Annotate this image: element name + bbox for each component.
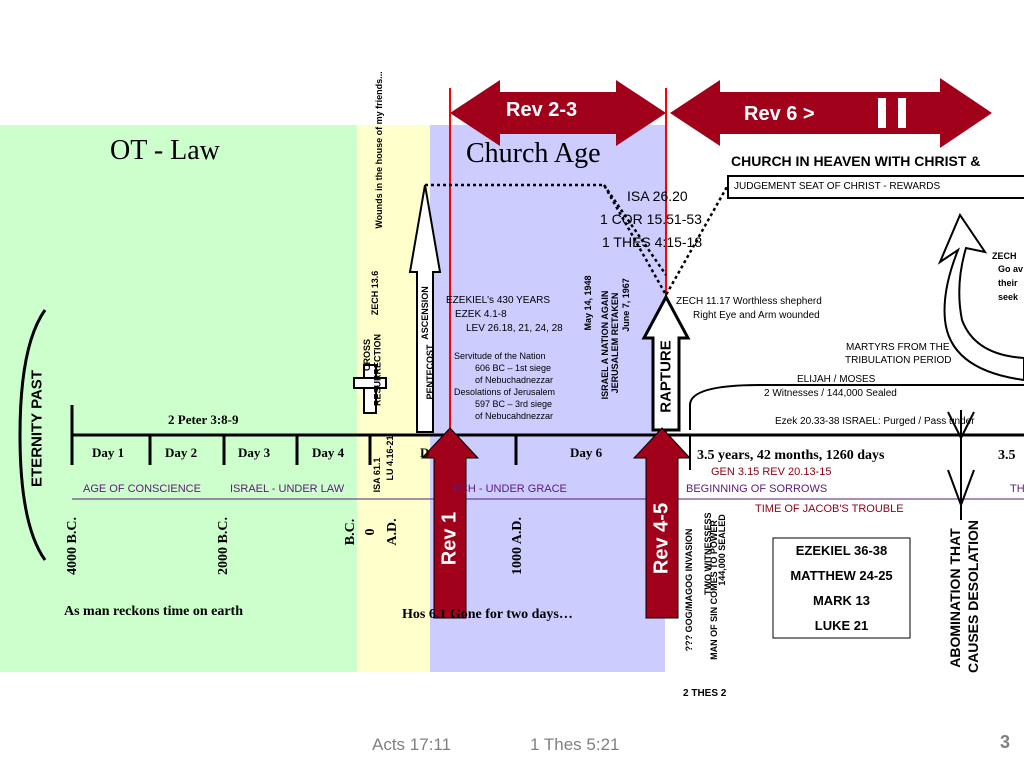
rev6-label: Rev 6 > — [744, 103, 815, 125]
date-ad: A.D. — [385, 518, 400, 546]
date-zero: 0 — [363, 528, 378, 536]
hos-ref: Hos 6.1 Gone for two days… — [402, 607, 573, 622]
ref-mark: MARK 13 — [812, 593, 871, 608]
ezek2033-text: Ezek 20.33-38 ISRAEL: Purged / Pass unde… — [775, 416, 975, 427]
ascension-text: ASCENSION — [420, 286, 430, 340]
date-1000ad: 1000 A.D. — [510, 517, 525, 575]
servitude-2: 606 BC – 1st siege — [475, 363, 552, 373]
age-conscience: AGE OF CONSCIENCE — [83, 483, 201, 495]
man-reckons: As man reckons time on earth — [64, 604, 244, 619]
servitude-1: Servitude of the Nation — [454, 351, 546, 361]
church-heaven-title: CHURCH IN HEAVEN WITH CHRIST & — [731, 153, 981, 169]
sealed-144000: 144,000 SEALED — [717, 514, 727, 586]
eternity-past-text: ETERNITY PAST — [28, 370, 46, 487]
age-th: TH — [1010, 483, 1024, 495]
rapture-text: RAPTURE — [657, 340, 675, 413]
servitude-6: of Nebucahdnezzar — [475, 411, 554, 421]
jerusalem-date-1967: June 7, 1967 — [621, 278, 631, 332]
ref-ezekiel: EZEKIEL 36-38 — [795, 543, 888, 558]
date-4000bc: 4000 B.C. — [65, 517, 80, 575]
rapture-dotted-path — [425, 183, 730, 298]
abomination-l1: ABOMINATION THAT — [947, 528, 963, 668]
date-bc: B.C. — [343, 518, 358, 546]
judgement-box — [727, 175, 1024, 199]
tribulation-right: 3.5 — [998, 448, 1016, 463]
day-2: Day 2 — [165, 445, 198, 460]
date-2000bc: 2000 B.C. — [216, 517, 231, 575]
zech-right-2: Go av — [998, 264, 1024, 274]
eternity-bracket — [18, 309, 47, 561]
ezek-41: EZEK 4.1-8 — [455, 309, 507, 320]
age-sorrows: BEGINNING OF SORROWS — [686, 483, 828, 495]
footer-acts: Acts 17:11 — [372, 735, 452, 754]
two-witnesses: TWO WITNESSESS — [703, 512, 713, 595]
servitude-4: Desolations of Jerusalem — [454, 387, 556, 397]
elijah-l2: 2 Witnesses / 144,000 Sealed — [764, 388, 897, 399]
age-israel: ISRAEL - UNDER LAW — [230, 483, 345, 495]
rev6-arrow-shape — [670, 78, 992, 148]
day-5: D — [420, 445, 430, 460]
servitude-5: 597 BC – 3rd siege — [475, 399, 553, 409]
pentecost-text: PENTECOST — [425, 344, 435, 400]
israel-nation-again: ISRAEL A NATION AGAIN — [600, 290, 610, 400]
lu416-text: LU 4.16-21 — [385, 435, 395, 481]
day-4: Day 4 — [312, 445, 345, 460]
gog-magog: ??? GOG/MAGOG INVASION — [684, 528, 694, 652]
age-church: RCH - UNDER GRACE — [452, 483, 567, 495]
jacobs-trouble: TIME OF JACOB'S TROUBLE — [755, 503, 904, 515]
church-age-title: Church Age — [466, 138, 601, 169]
elijah-l1: ELIJAH / MOSES — [797, 374, 876, 385]
day-6: Day 6 — [570, 445, 603, 460]
ref-matthew: MATTHEW 24-25 — [790, 568, 893, 583]
footer-thes: 1 Thes 5:21 — [530, 735, 620, 754]
second-coming-curve — [689, 384, 1024, 430]
zech1117-l2: Right Eye and Arm wounded — [693, 310, 820, 321]
lev-26: LEV 26.18, 21, 24, 28 — [466, 323, 563, 334]
rev1-arrow-shape — [420, 427, 480, 619]
martyrs-l2: TRIBULATION PERIOD — [845, 355, 952, 366]
zech-right-3: their — [998, 278, 1018, 288]
zech-right-1: ZECH — [992, 251, 1017, 261]
rev45-arrow-shape — [632, 427, 692, 619]
rev23-arrow-shape — [450, 80, 666, 146]
isa611-text: ISA 61.1 — [372, 457, 382, 493]
ref-luke: LUKE 21 — [814, 618, 869, 633]
verse-1thes: 1 THES 4:15-18 — [602, 234, 703, 250]
ezekiel-430: EZEKIEL's 430 YEARS — [446, 295, 550, 306]
tribulation-years: 3.5 years, 42 months, 1260 days — [697, 448, 885, 463]
peter-ref: 2 Peter 3:8-9 — [168, 412, 239, 427]
abomination-l2: CAUSES DESOLATION — [965, 520, 981, 673]
servitude-3: of Nebuchadnezzar — [475, 375, 554, 385]
zech1117-l1: ZECH 11.17 Worthless shepherd — [676, 296, 822, 307]
jerusalem-retaken: JERUSALEM RETAKEN — [610, 292, 620, 394]
zech-right-4: seek — [998, 292, 1019, 302]
rev45-label: Rev 4-5 — [650, 502, 673, 575]
rev23-label: Rev 2-3 — [506, 99, 578, 121]
day-1: Day 1 — [92, 445, 125, 460]
zech136-text: ZECH 13.6 — [370, 270, 380, 316]
martyrs-l1: MARTYRS FROM THE — [846, 342, 950, 353]
rev1-label: Rev 1 — [438, 511, 461, 566]
resurrection-text: RESURRECTION — [372, 334, 383, 407]
wounds-text: Wounds in the house of my friends... — [374, 71, 384, 229]
ascension-arrow-shape — [408, 184, 442, 433]
refs-box — [772, 537, 911, 639]
verse-isa2620: ISA 26.20 — [627, 188, 688, 204]
gen315-ref: GEN 3.15 REV 20.13-15 — [711, 466, 832, 478]
day-3: Day 3 — [238, 445, 271, 460]
ot-law-band — [0, 125, 357, 672]
thes2-ref: 2 THES 2 — [683, 688, 727, 699]
ot-law-title: OT - Law — [110, 135, 220, 166]
israel-date-1948: May 14, 1948 — [583, 275, 593, 331]
verse-1cor: 1 COR 15.51-53 — [600, 211, 702, 227]
rapture-arrow-shape — [641, 293, 691, 432]
cross-text: CROSS — [362, 339, 372, 372]
page-number: 3 — [1000, 732, 1011, 752]
cross-icon — [353, 364, 387, 414]
judgement-text: JUDGEMENT SEAT OF CHRIST - REWARDS — [734, 181, 941, 192]
